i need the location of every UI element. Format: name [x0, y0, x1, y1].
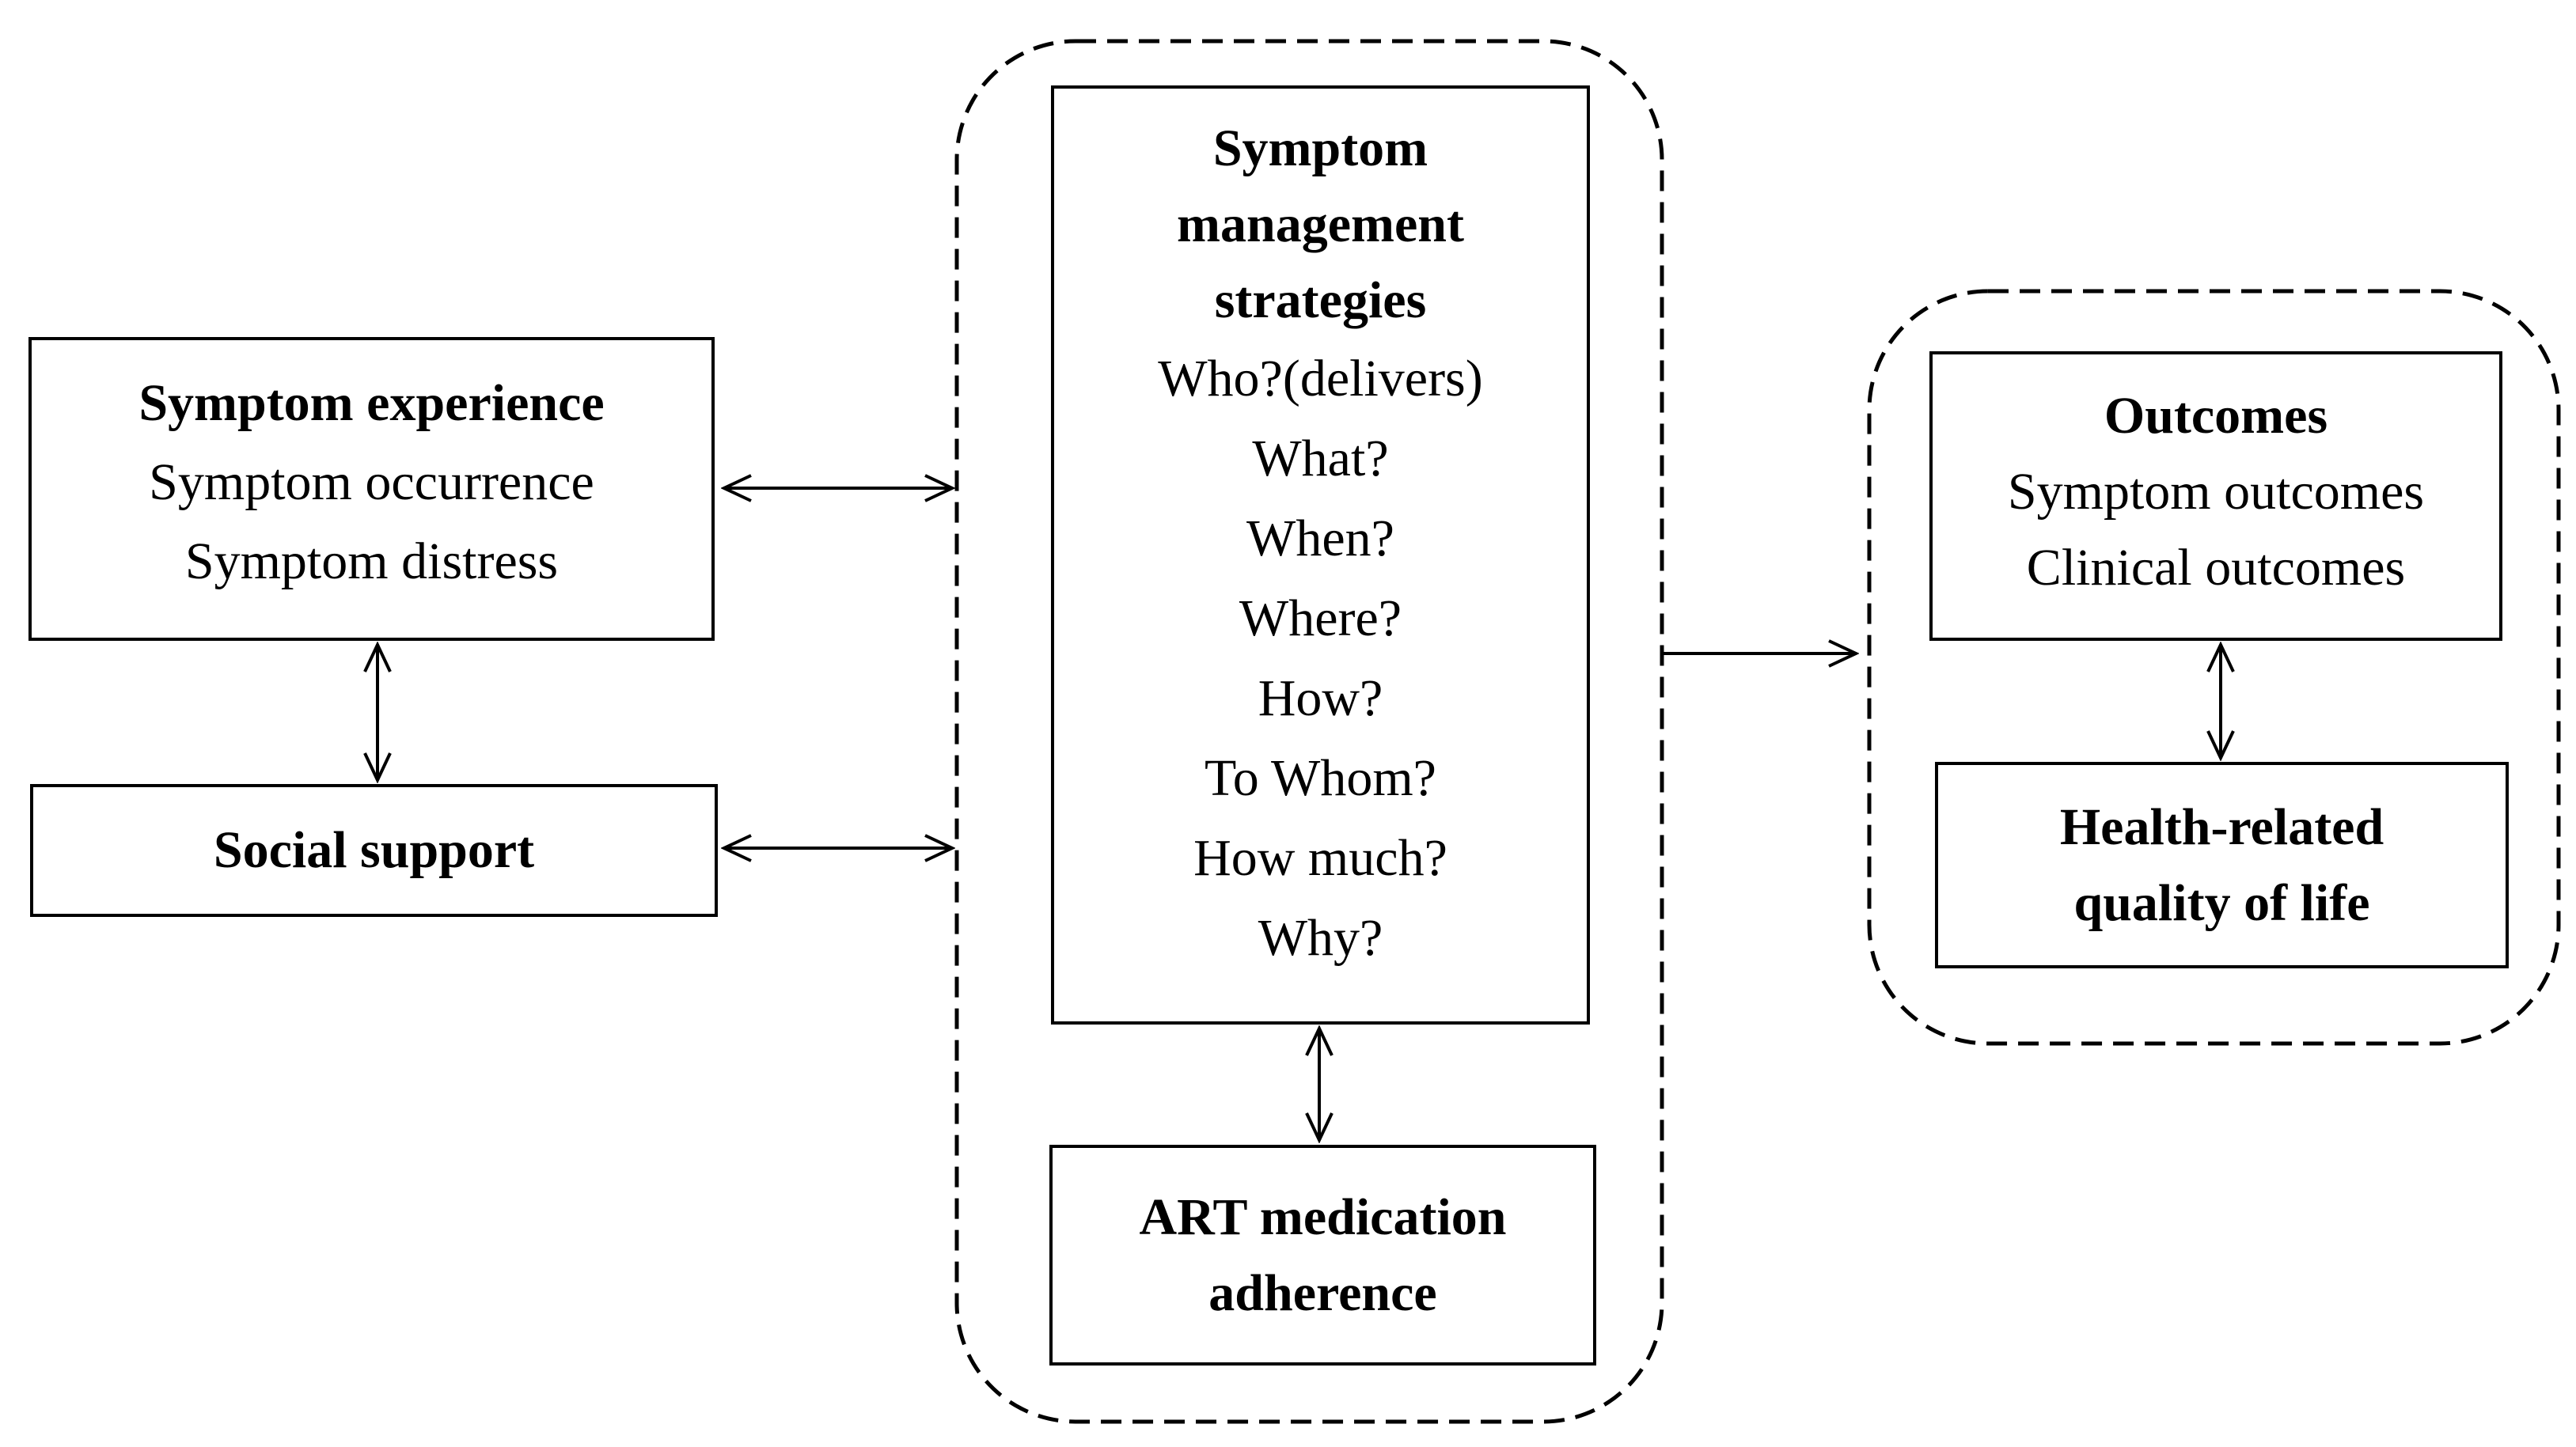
- strategy-question: To Whom?: [1205, 749, 1436, 807]
- art-medication-adherence-box: ART medication adherence: [1049, 1145, 1596, 1366]
- art-adherence-title-line: adherence: [1208, 1263, 1437, 1322]
- strategies-title-line: strategies: [1214, 271, 1427, 329]
- social-support-box: Social support: [30, 784, 718, 917]
- strategies-group-dashed-frame: [954, 39, 1664, 1424]
- outcomes-box: Outcomes Symptom outcomes Clinical outco…: [1929, 351, 2502, 641]
- strategy-question: Where?: [1239, 589, 1402, 647]
- strategy-question: When?: [1246, 509, 1394, 567]
- outcomes-title: Outcomes: [2104, 387, 2328, 445]
- hrqol-title-line: quality of life: [2073, 873, 2370, 932]
- art-adherence-title-line: ART medication: [1139, 1188, 1507, 1246]
- symptom-experience-item: Symptom distress: [184, 532, 559, 590]
- strategy-question: Who?(delivers): [1158, 350, 1483, 407]
- health-related-quality-of-life-box: Health-related quality of life: [1935, 762, 2509, 968]
- strategy-question: What?: [1252, 430, 1389, 487]
- strategies-title-line: management: [1177, 195, 1464, 253]
- strategy-question: Why?: [1258, 909, 1383, 967]
- outcomes-item: Clinical outcomes: [2026, 539, 2406, 597]
- symptom-experience-title: Symptom experience: [138, 374, 605, 432]
- outcomes-item: Symptom outcomes: [2007, 463, 2425, 521]
- symptom-experience-box: Symptom experience Symptom occurrence Sy…: [28, 337, 715, 641]
- social-support-title: Social support: [213, 821, 535, 879]
- strategies-title-line: Symptom: [1212, 119, 1428, 177]
- outcomes-group-dashed-frame: [1867, 289, 2561, 1046]
- symptom-experience-item: Symptom occurrence: [149, 453, 594, 511]
- hrqol-title-line: Health-related: [2059, 797, 2384, 856]
- strategy-question: How much?: [1193, 829, 1447, 887]
- strategy-question: How?: [1258, 669, 1383, 727]
- symptom-management-strategies-box: Symptom management strategies Who?(deliv…: [1051, 85, 1590, 1025]
